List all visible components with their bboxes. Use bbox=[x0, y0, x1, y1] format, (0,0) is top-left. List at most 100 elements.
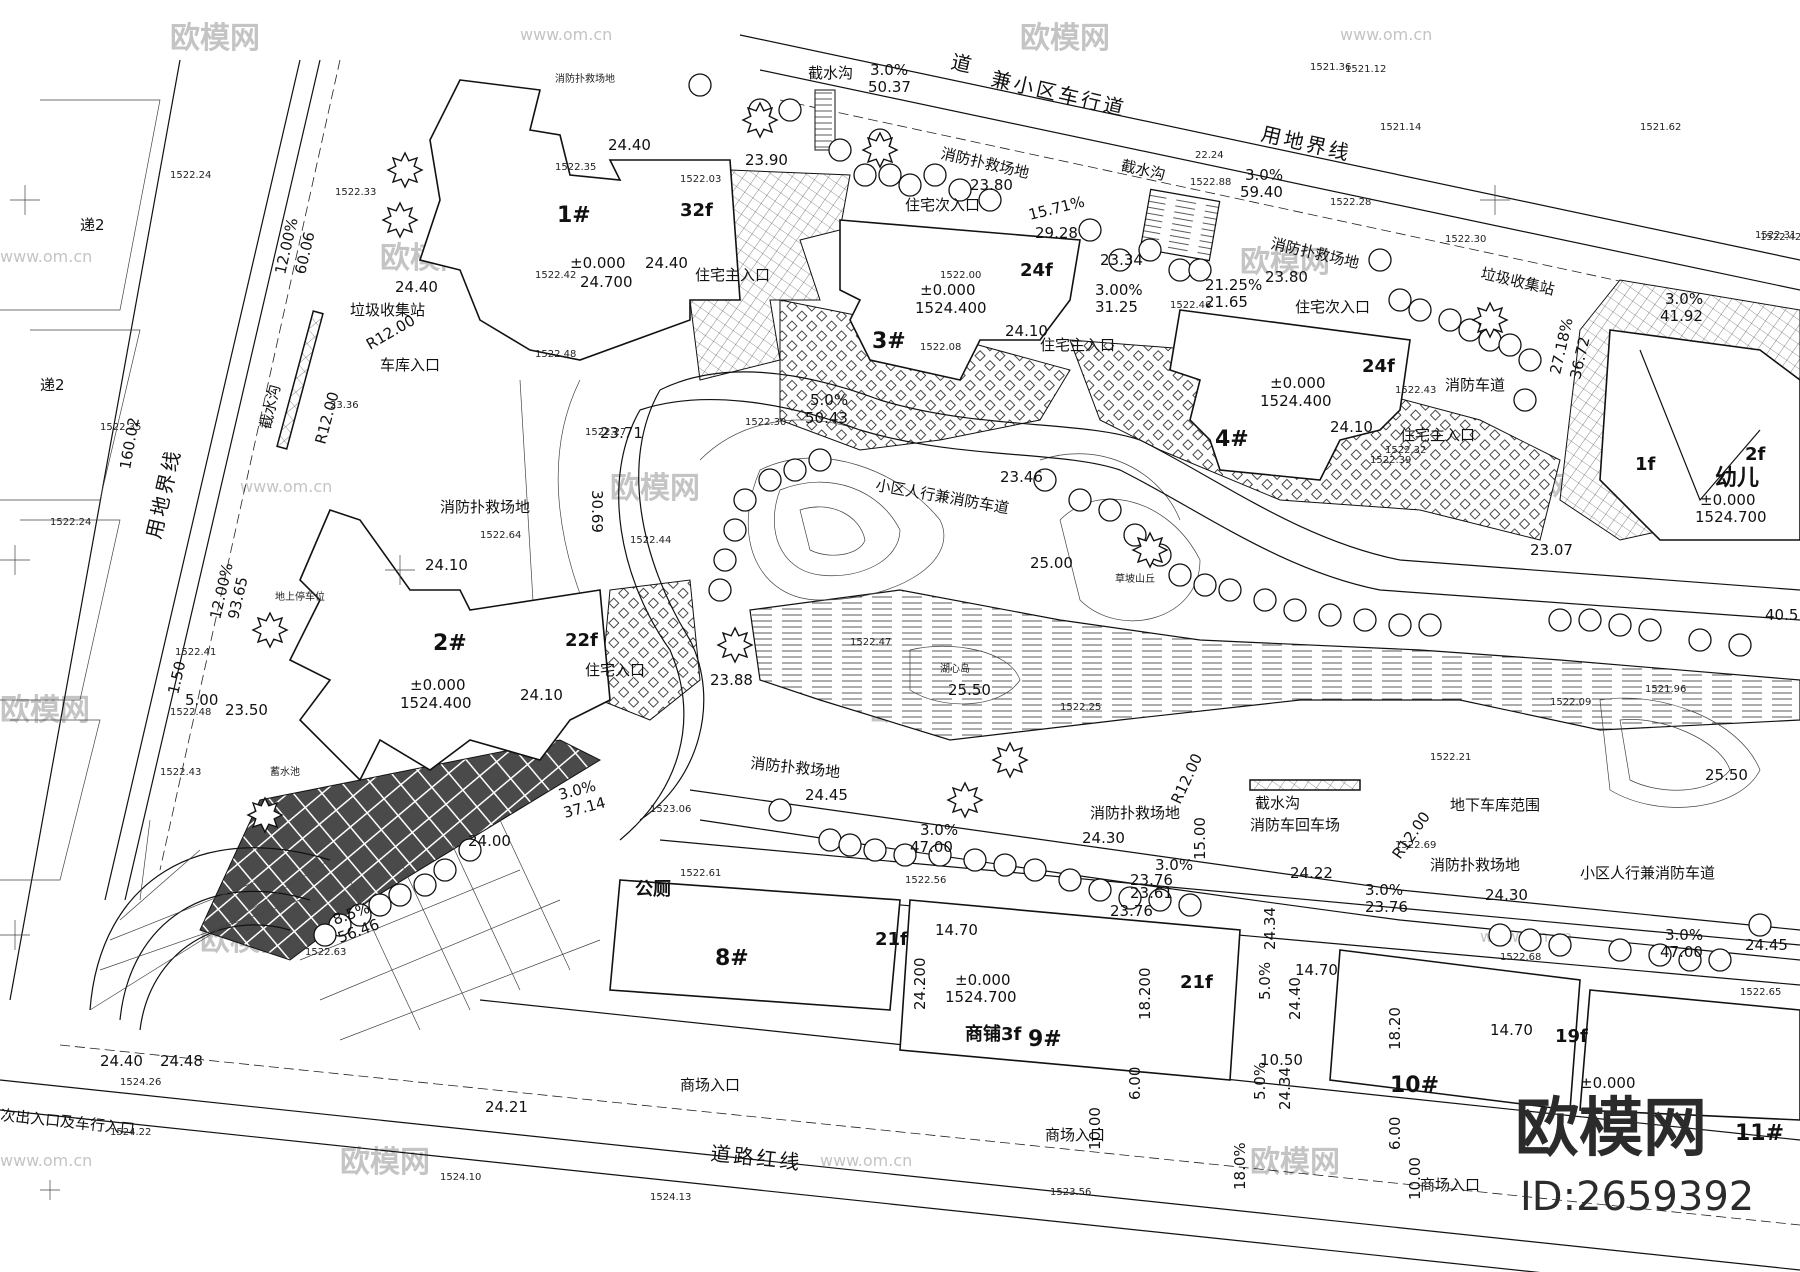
building-3 bbox=[839, 219, 1081, 381]
neighbor-label: 递2 bbox=[40, 376, 65, 394]
building-10-level: ±0.000 bbox=[1580, 1074, 1636, 1092]
tree-icon bbox=[1408, 298, 1432, 322]
shrub-icon bbox=[946, 781, 984, 819]
elevation-mark: 24.40 bbox=[645, 254, 688, 272]
length-mark: 5.00 bbox=[185, 691, 218, 709]
ditches bbox=[276, 89, 1361, 791]
site-elevation: 1522.43 bbox=[160, 767, 201, 778]
building-1-level: ±0.000 bbox=[570, 254, 626, 272]
site-elevation: 1522.24 bbox=[170, 170, 211, 181]
boundary-top-label: 用地界线 bbox=[1259, 121, 1354, 165]
length-mark: 10.00 bbox=[1406, 1157, 1424, 1200]
elevation-mark: 24.40 bbox=[1286, 977, 1304, 1020]
tree-icon bbox=[1728, 633, 1752, 657]
slope-mark: 29.28 bbox=[1035, 224, 1078, 242]
mall-entry-label: 商场入口 bbox=[680, 1076, 740, 1094]
tree-icon bbox=[1023, 858, 1047, 882]
red-line-label: 道路红线 bbox=[709, 1141, 803, 1174]
tree-icon bbox=[1548, 933, 1572, 957]
watermark-faint: 欧模网 bbox=[1250, 1145, 1340, 1180]
building-3-floors: 24f bbox=[1020, 260, 1053, 281]
site-elevation: 1522.48 bbox=[170, 707, 211, 718]
watermark: 欧模网 ID:2659392 bbox=[1515, 1092, 1754, 1220]
tree-icon bbox=[1438, 308, 1462, 332]
elevation-mark: 25.50 bbox=[948, 681, 991, 699]
tree-icon bbox=[893, 843, 917, 867]
elevation-mark: 24.40 bbox=[100, 1052, 143, 1070]
slope-mark: 47.00 bbox=[1660, 943, 1703, 961]
site-elevation: 1522.68 bbox=[1500, 952, 1541, 963]
slope-mark: 5.0% bbox=[1256, 962, 1274, 1000]
tree-icon bbox=[1513, 388, 1537, 412]
tree-icon bbox=[828, 138, 852, 162]
ditch-label: 截水沟 bbox=[256, 383, 284, 431]
site-elevation: 1522.27 bbox=[585, 427, 626, 438]
site-elevation: 1522.32 bbox=[1385, 445, 1426, 456]
building-4-level: ±0.000 bbox=[1270, 374, 1326, 392]
site-elevation: 1522.88 bbox=[1190, 177, 1231, 188]
basement-label: 地下车库范围 bbox=[1450, 796, 1540, 814]
tree-icon bbox=[1058, 868, 1082, 892]
elevation-mark: 24.45 bbox=[1745, 936, 1788, 954]
tree-icon bbox=[1518, 348, 1542, 372]
site-elevation: 1522.35 bbox=[555, 162, 596, 173]
slope-mark: 3.0% bbox=[920, 821, 958, 839]
tree-icon bbox=[1148, 888, 1172, 912]
slope-mark: 47.00 bbox=[910, 838, 953, 856]
site-elevation: 1522.30 bbox=[745, 417, 786, 428]
tree-icon bbox=[688, 73, 712, 97]
slope-mark: 3.0% bbox=[1665, 290, 1703, 308]
site-elevation: 1522.46 bbox=[1170, 300, 1211, 311]
site-elevation: 1522.64 bbox=[480, 530, 521, 541]
mall-entry-label: 商场入口 bbox=[1420, 1176, 1480, 1194]
tree-icon bbox=[1518, 928, 1542, 952]
elevation-mark: 23.80 bbox=[1265, 268, 1308, 286]
site-elevation: 1521.12 bbox=[1345, 64, 1386, 75]
elevation-mark: 24.40 bbox=[395, 278, 438, 296]
elevation-mark: 24.30 bbox=[1485, 886, 1528, 904]
tree-icon bbox=[808, 448, 832, 472]
elevation-mark: 24.00 bbox=[468, 832, 511, 850]
lake bbox=[699, 419, 1800, 808]
elevation-mark: 24.45 bbox=[805, 786, 848, 804]
trees bbox=[246, 73, 1772, 972]
building-8-floors: 21f bbox=[875, 929, 908, 950]
length-mark: 14.70 bbox=[1295, 961, 1338, 979]
garage-entry-label: 车库入口 bbox=[380, 356, 440, 374]
tree-icon bbox=[433, 858, 457, 882]
garbage-label: 垃圾收集站 bbox=[350, 301, 425, 319]
tree-icon bbox=[1118, 886, 1142, 910]
site-elevation: 1523.56 bbox=[1050, 1187, 1091, 1198]
tree-icon bbox=[1548, 608, 1572, 632]
length-mark: R12.00 bbox=[311, 390, 342, 446]
building-1 bbox=[418, 79, 741, 361]
elevation-mark: 24.10 bbox=[1005, 322, 1048, 340]
watermark-faint: 欧模网 bbox=[1020, 21, 1110, 56]
slope-mark: 5.0% bbox=[810, 391, 848, 409]
tree-icon bbox=[1648, 943, 1672, 967]
building-1-elev: 24.700 bbox=[580, 273, 633, 291]
entry-plaza bbox=[89, 819, 601, 1041]
tree-icon bbox=[778, 98, 802, 122]
tree-icon bbox=[1578, 608, 1602, 632]
elevation-mark: 23.46 bbox=[1000, 468, 1043, 486]
building-1-id: 1# bbox=[557, 203, 591, 228]
length-mark: 24.200 bbox=[911, 958, 929, 1011]
elevation-mark: 24.10 bbox=[520, 686, 563, 704]
tree-icon bbox=[1218, 578, 1242, 602]
shrub-icon bbox=[716, 626, 754, 664]
elevation-mark: 25.50 bbox=[1705, 766, 1748, 784]
elevation-mark: 23.07 bbox=[1530, 541, 1573, 559]
site-elevation: 1522.56 bbox=[905, 875, 946, 886]
fire-area-label: 消防扑救场地 bbox=[1090, 804, 1180, 822]
neighbor-label: 递2 bbox=[80, 216, 105, 234]
building-4-floors: 24f bbox=[1362, 356, 1395, 377]
length-mark: 23.50 bbox=[225, 701, 268, 719]
building-3-level: ±0.000 bbox=[920, 281, 976, 299]
length-mark: 18.20 bbox=[1386, 1007, 1404, 1050]
building-11 bbox=[1579, 989, 1800, 1121]
shrub-icon bbox=[741, 101, 779, 139]
site-elevation: 1522.25 bbox=[1060, 702, 1101, 713]
hill-label: 草坡山丘 bbox=[1115, 572, 1155, 585]
elevation-mark: 24.10 bbox=[1330, 418, 1373, 436]
